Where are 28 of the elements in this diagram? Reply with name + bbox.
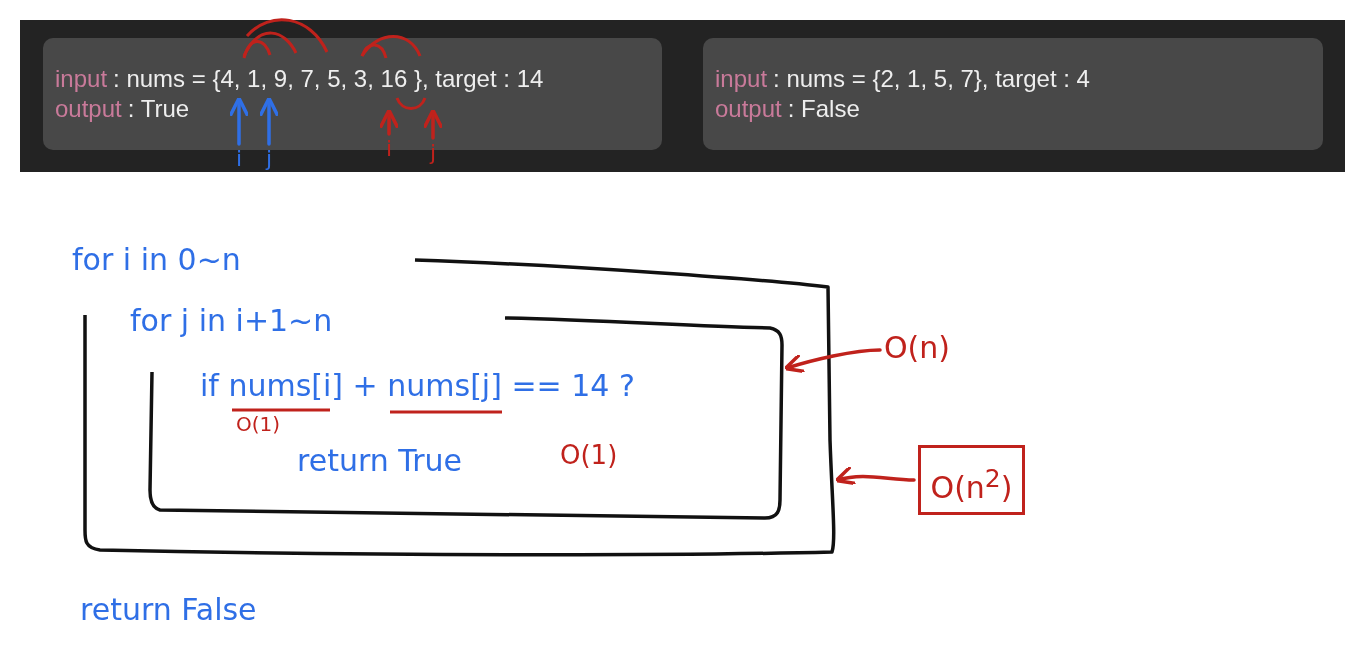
complexity-note: O(1): [236, 412, 281, 436]
arrow: [834, 465, 916, 487]
complexity-box: O(n$^{2}$): [918, 445, 1025, 515]
complexity-note: O(1): [560, 440, 618, 470]
field-label: input: [715, 65, 768, 92]
complexity-note: O(n): [884, 330, 964, 370]
example-card: [703, 38, 1323, 150]
index-label: j: [426, 140, 440, 166]
loop-heading: for j in i+1~n: [130, 303, 333, 338]
index-label: i: [382, 136, 396, 162]
field-label: input: [55, 65, 108, 92]
arrow: [228, 96, 250, 146]
field-value: : nums = {4, 1, 9, 7, 5, 3, 16 }, target : 14: [113, 65, 544, 92]
arrow: [422, 108, 444, 140]
arrow: [783, 348, 882, 374]
code-line: return True: [297, 443, 462, 478]
loop-heading: for i in 0~n: [72, 242, 241, 277]
index-label: j: [262, 146, 276, 172]
field-label: output: [55, 95, 122, 122]
arrow: [378, 108, 400, 136]
field-label: output: [715, 95, 782, 122]
field-value: : nums = {2, 1, 5, 7}, target : 4: [773, 65, 1090, 92]
field-value: : False: [787, 95, 860, 122]
code-line: return False: [80, 592, 257, 627]
index-label: i: [232, 146, 246, 172]
arrow: [258, 96, 280, 146]
code-line: if nums[i] + nums[j] == 14 ?: [200, 368, 635, 403]
field-value: : True: [127, 95, 190, 122]
